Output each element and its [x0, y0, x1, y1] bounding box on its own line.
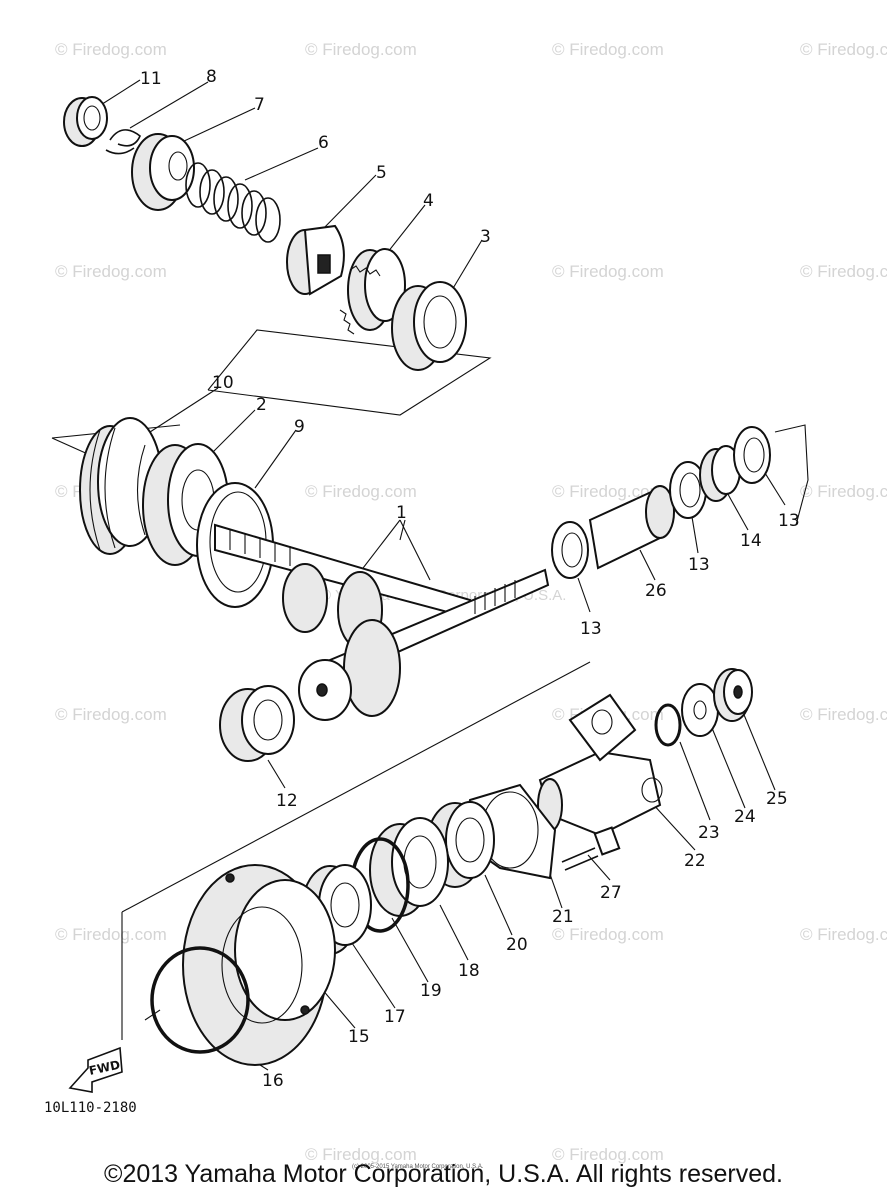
part-26-spacer [588, 485, 675, 570]
watermark: © Firedog.com [305, 482, 417, 501]
part-16-oring [150, 946, 250, 1054]
watermark: © Firedog.com [800, 705, 887, 724]
callout-11: 11 [140, 69, 162, 89]
callout-13-b: 13 [688, 555, 710, 575]
watermark: © Firedog.com [800, 262, 887, 281]
callout-3: 3 [480, 227, 491, 247]
callout-21: 21 [552, 907, 574, 927]
part-11-bearing [63, 96, 108, 147]
callout-8: 8 [206, 67, 217, 87]
callout-14: 14 [740, 531, 762, 551]
callout-26: 26 [645, 581, 667, 601]
part-23-oring [654, 703, 682, 747]
watermark: © Firedog.com [55, 925, 167, 944]
watermark: © Firedog.com [305, 40, 417, 59]
part-25-nut [713, 668, 753, 722]
callout-6: 6 [318, 133, 329, 153]
part-13-shim-c [733, 426, 771, 484]
part-7-washer [131, 133, 195, 211]
watermark: © Firedog.com [800, 482, 887, 501]
callout-25: 25 [766, 789, 788, 809]
watermark: © Firedog.com [552, 40, 664, 59]
callout-22: 22 [684, 851, 706, 871]
part-6-spring [185, 162, 281, 243]
callout-labels: 11 8 7 6 5 4 3 10 2 9 1 13 14 13 13 26 1… [140, 67, 800, 1091]
watermark: © Firedog.com [800, 40, 887, 59]
callout-18: 18 [458, 961, 480, 981]
watermark: © Firedog.com [55, 262, 167, 281]
watermark: © Firedog.com [552, 1145, 664, 1164]
callout-19: 19 [420, 981, 442, 1001]
callout-4: 4 [423, 191, 434, 211]
callout-17: 17 [384, 1007, 406, 1027]
part-15-housing [182, 864, 336, 1066]
callout-23: 23 [698, 823, 720, 843]
part-3-nut [391, 281, 467, 371]
callout-16: 16 [262, 1071, 284, 1091]
tiny-copyright: (c) 2005-2015 Yamaha Motor Corporation, … [352, 1164, 484, 1170]
part-24-washer [681, 683, 719, 737]
callout-12: 12 [276, 791, 298, 811]
part-8-clip [105, 129, 141, 155]
fwd-label: FWD [88, 1058, 122, 1078]
callout-13-a: 13 [580, 619, 602, 639]
part-12-bearing [219, 685, 295, 762]
callout-27: 27 [600, 883, 622, 903]
callout-2: 2 [256, 395, 267, 415]
part-22-yoke [537, 693, 663, 837]
part-5-cam [286, 224, 345, 296]
diagram-part-number: 10L110-2180 [44, 1100, 137, 1116]
watermark: © Firedog.com [55, 40, 167, 59]
part-27-bolt [561, 826, 621, 871]
callout-10: 10 [212, 373, 234, 393]
part-13-shim-b [669, 461, 707, 519]
watermark: © Firedog.com [552, 482, 664, 501]
watermark: © Firedog.com [552, 262, 664, 281]
part-4-gear [339, 248, 406, 335]
callout-13-c: 13 [778, 511, 800, 531]
watermark: © Firedog.com [55, 705, 167, 724]
group-frames [51, 329, 809, 1040]
callout-7: 7 [254, 95, 265, 115]
watermark: © Firedog.com [552, 925, 664, 944]
callout-9: 9 [294, 417, 305, 437]
callout-24: 24 [734, 807, 756, 827]
callout-1: 1 [396, 503, 407, 523]
fwd-arrow-icon: FWD [68, 1046, 123, 1093]
watermark: © Firedog.com [305, 1145, 417, 1164]
callout-15: 15 [348, 1027, 370, 1047]
callout-20: 20 [506, 935, 528, 955]
part-13-shim-a [551, 521, 589, 579]
part-18-bearing [369, 817, 449, 917]
watermark: © Firedog.com [800, 925, 887, 944]
part-1-pinion-shaft [214, 523, 550, 721]
callout-5: 5 [376, 163, 387, 183]
copyright-footer: ©2013 Yamaha Motor Corporation, U.S.A. A… [104, 1160, 783, 1188]
